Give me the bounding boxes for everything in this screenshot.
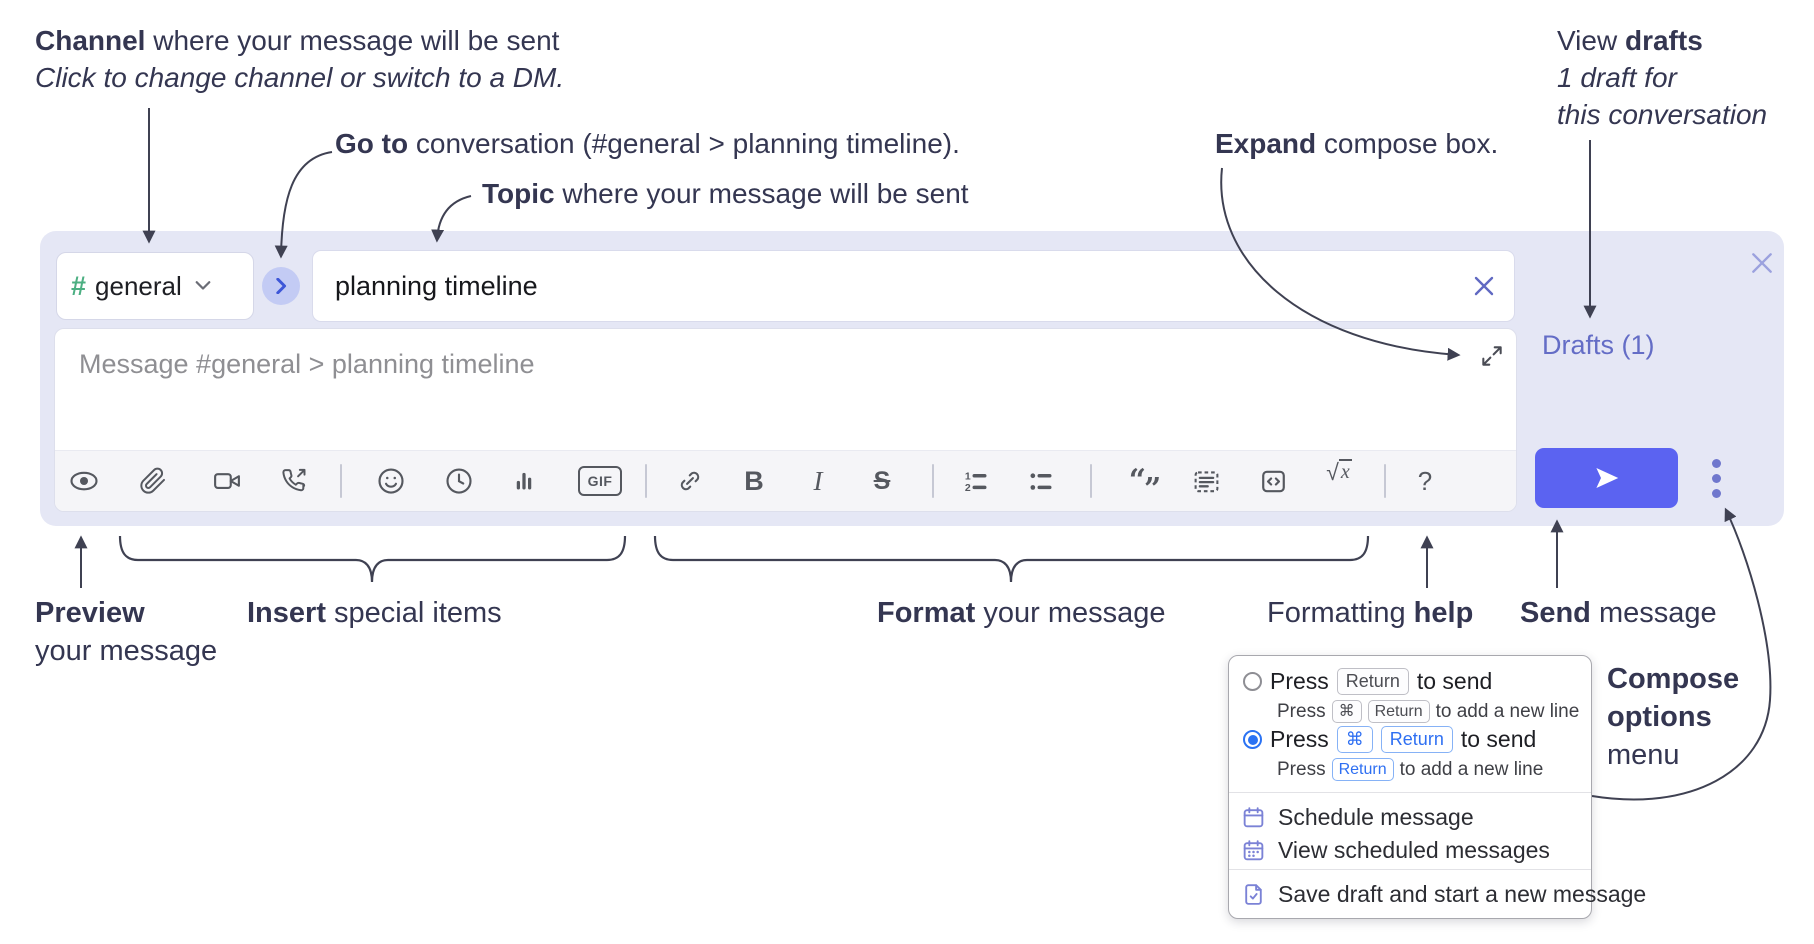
chevron-right-icon	[275, 278, 287, 294]
gif-icon[interactable]: GIF	[578, 459, 622, 503]
compose-options-kebab-icon[interactable]	[1697, 450, 1735, 506]
annotation-view-drafts: View drafts 1 draft for this conversatio…	[1557, 25, 1768, 130]
channel-name: general	[95, 270, 182, 301]
audio-call-icon[interactable]	[272, 459, 316, 503]
keycap-cmd-blue: ⌘	[1336, 726, 1373, 753]
keycap-return-blue: Return	[1380, 726, 1453, 753]
annotation-goto: Go to conversation (#general > planning …	[335, 128, 960, 159]
menu-divider	[1229, 869, 1591, 870]
annotation-insert: Insert special items	[247, 597, 502, 629]
calendar-dots-icon	[1241, 838, 1266, 863]
toolbar-divider	[645, 464, 647, 498]
annotation-expand: Expand compose box.	[1215, 128, 1499, 159]
go-to-conversation-button[interactable]	[262, 267, 300, 305]
gif-label: GIF	[578, 466, 622, 496]
menu-option-return-to-send[interactable]: Press Return to send	[1243, 668, 1492, 695]
compose-options-menu: Press Return to send Press ⌘ Return to a…	[1228, 655, 1646, 919]
chevron-down-icon	[195, 281, 211, 291]
keycap-return-blue: Return	[1331, 758, 1394, 781]
annotation-topic: Topic where your message will be sent	[482, 178, 969, 209]
annotation-formatting-help: Formatting help	[1267, 597, 1474, 629]
svg-text:1: 1	[965, 470, 971, 482]
italic-icon[interactable]: I	[813, 465, 823, 496]
menu-item-save-draft[interactable]: Save draft and start a new message	[1241, 878, 1646, 910]
topic-input-wrap	[312, 250, 1515, 322]
attach-file-icon[interactable]	[131, 459, 175, 503]
message-box: GIF B I S 12 “”	[54, 328, 1517, 512]
keycap-cmd: ⌘	[1331, 700, 1362, 723]
radio-selected-icon[interactable]	[1243, 730, 1262, 749]
math-x-glyph: x	[1338, 459, 1352, 483]
radio-unselected-icon[interactable]	[1243, 672, 1262, 691]
math-icon[interactable]: √x	[1317, 459, 1361, 503]
svg-text:2: 2	[965, 482, 971, 494]
annotation-send: Send message	[1520, 597, 1717, 629]
bulleted-list-icon[interactable]	[1019, 459, 1063, 503]
keycap-return: Return	[1336, 668, 1409, 695]
send-button[interactable]	[1535, 448, 1678, 508]
draft-check-icon	[1241, 882, 1266, 907]
spoiler-icon[interactable]	[1184, 459, 1228, 503]
drafts-link[interactable]: Drafts (1)	[1542, 330, 1655, 360]
video-call-icon[interactable]	[205, 459, 249, 503]
root-glyph: √	[1326, 459, 1339, 485]
toolbar-divider	[1090, 464, 1092, 498]
clear-topic-icon[interactable]	[1462, 264, 1506, 308]
quote-close-glyph: ”	[1144, 472, 1162, 507]
channel-hash-icon: #	[71, 270, 87, 301]
toolbar-divider	[340, 464, 342, 498]
menu-item-schedule-message[interactable]: Schedule message	[1241, 801, 1581, 833]
channel-selector[interactable]: # general	[56, 252, 254, 320]
bold-icon[interactable]: B	[744, 465, 764, 496]
expand-compose-icon[interactable]	[1472, 336, 1512, 376]
annotation-format: Format your message	[877, 597, 1166, 629]
toolbar-divider	[932, 464, 934, 498]
message-input[interactable]	[55, 329, 1516, 450]
annotation-compose-options: Compose options menu	[1607, 663, 1740, 771]
strikethrough-icon[interactable]: S	[873, 466, 891, 495]
preview-icon[interactable]	[62, 459, 106, 503]
link-icon[interactable]	[668, 459, 712, 503]
formatting-help-icon[interactable]: ?	[1417, 465, 1433, 496]
keycap-return: Return	[1367, 700, 1430, 723]
poll-icon[interactable]	[502, 459, 546, 503]
code-icon[interactable]	[1251, 459, 1295, 503]
menu-option-return-to-send-subtext: Press ⌘ Return to add a new line	[1277, 700, 1580, 723]
menu-divider	[1229, 792, 1591, 793]
annotation-preview: Preview your message	[35, 597, 218, 667]
send-icon	[1592, 463, 1622, 493]
menu-option-cmd-return-to-send[interactable]: Press ⌘ Return to send	[1243, 726, 1536, 753]
quote-open-glyph: “	[1128, 463, 1146, 498]
emoji-icon[interactable]	[369, 459, 413, 503]
toolbar-divider	[1384, 464, 1386, 498]
topic-input[interactable]	[313, 270, 1462, 302]
calendar-icon	[1241, 805, 1266, 830]
annotation-channel: Channel where your message will be sent …	[35, 25, 565, 93]
quote-icon[interactable]: “”	[1124, 459, 1168, 507]
time-icon[interactable]	[437, 459, 481, 503]
menu-option-cmd-return-subtext: Press Return to add a new line	[1277, 758, 1544, 781]
close-compose-icon[interactable]	[1740, 241, 1784, 285]
menu-item-view-scheduled-messages[interactable]: View scheduled messages	[1241, 834, 1581, 866]
